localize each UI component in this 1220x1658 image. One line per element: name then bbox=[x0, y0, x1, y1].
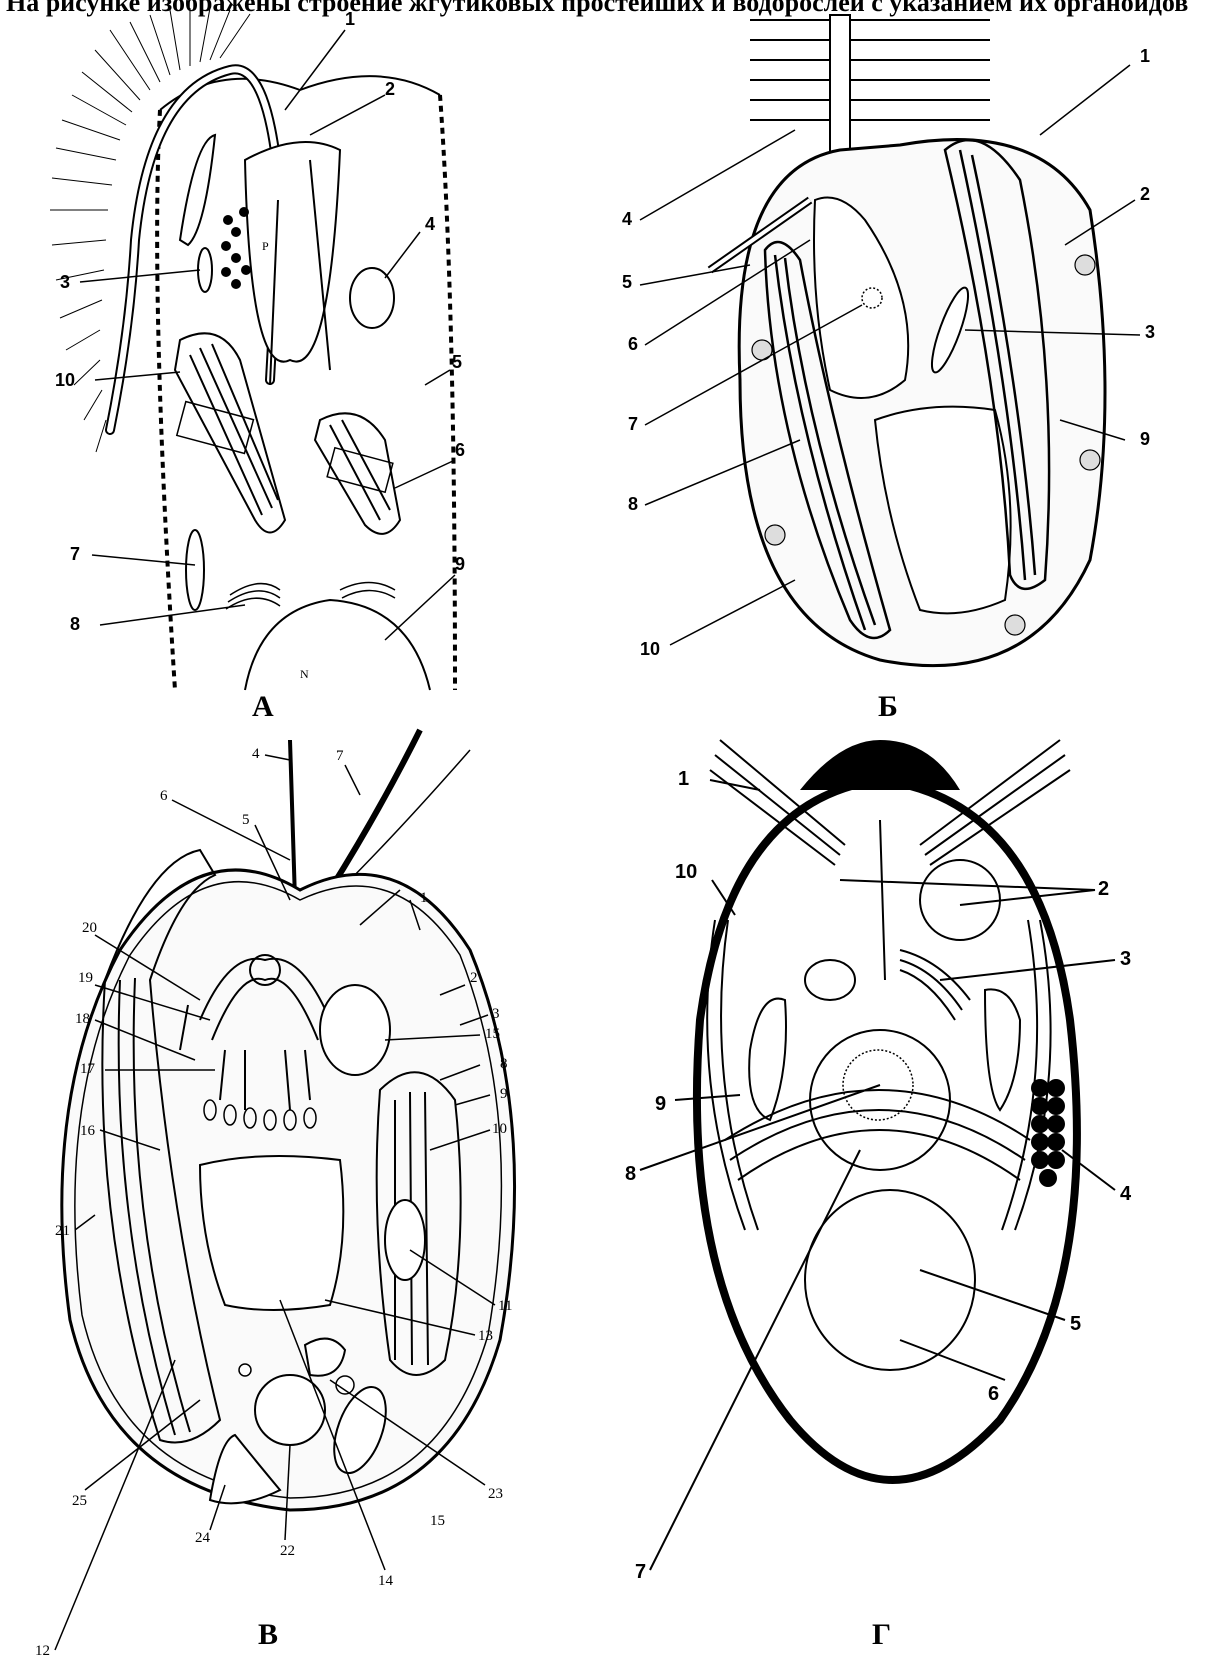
panel-v-letter: В bbox=[258, 1618, 278, 1652]
label-v-15a: 15 bbox=[485, 1026, 500, 1042]
label-v-11: 11 bbox=[498, 1298, 512, 1314]
label-b-1: 1 bbox=[1140, 46, 1150, 66]
label-v-24: 24 bbox=[195, 1530, 211, 1546]
panel-b-letter: Б bbox=[878, 690, 898, 724]
label-g-10: 10 bbox=[675, 861, 697, 883]
label-v-22: 22 bbox=[280, 1543, 295, 1559]
panel-b: 1 2 3 4 5 6 7 8 9 10 Б bbox=[600, 0, 1220, 720]
label-g-2: 2 bbox=[1098, 878, 1109, 900]
label-v-19: 19 bbox=[78, 970, 93, 986]
label-v-10: 10 bbox=[492, 1121, 507, 1137]
label-b-2: 2 bbox=[1140, 184, 1150, 204]
label-v-1: 1 bbox=[420, 890, 428, 906]
label-v-2: 2 bbox=[470, 970, 478, 986]
label-v-9: 9 bbox=[500, 1086, 508, 1102]
label-v-18: 18 bbox=[75, 1011, 90, 1027]
label-a-7: 7 bbox=[70, 544, 80, 564]
label-g-6: 6 bbox=[988, 1383, 999, 1405]
label-a-9: 9 bbox=[455, 554, 465, 574]
label-g-3: 3 bbox=[1120, 948, 1131, 970]
label-v-16: 16 bbox=[80, 1123, 96, 1139]
label-v-21: 21 bbox=[55, 1223, 70, 1239]
label-b-7: 7 bbox=[628, 414, 638, 434]
nucleus bbox=[200, 1156, 343, 1310]
flagellum bbox=[290, 740, 295, 900]
label-a-10: 10 bbox=[55, 370, 75, 390]
label-b-3: 3 bbox=[1145, 322, 1155, 342]
label-v-4: 4 bbox=[252, 746, 260, 762]
panel-g: 1 2 3 4 5 6 7 8 9 10 Г bbox=[600, 720, 1220, 1658]
label-a-8: 8 bbox=[70, 614, 80, 634]
label-v-13: 13 bbox=[478, 1328, 493, 1344]
label-v-5: 5 bbox=[242, 812, 250, 828]
contractile-vacuole bbox=[350, 268, 394, 328]
nucleolus bbox=[862, 288, 882, 308]
label-v-3: 3 bbox=[492, 1006, 500, 1022]
label-v-23: 23 bbox=[488, 1486, 503, 1502]
label-a-5: 5 bbox=[452, 352, 462, 372]
label-g-5: 5 bbox=[1070, 1313, 1081, 1335]
mitochondrion bbox=[320, 985, 390, 1075]
panel-v-illustration: 1 2 3 4 5 6 7 8 9 10 11 12 13 14 15 15 1… bbox=[0, 720, 600, 1658]
label-v-15b: 15 bbox=[430, 1513, 445, 1529]
pyrenoid bbox=[385, 1200, 425, 1280]
label-a-2: 2 bbox=[385, 79, 395, 99]
label-v-14: 14 bbox=[378, 1573, 394, 1589]
label-a-3: 3 bbox=[60, 272, 70, 292]
label-v-17: 17 bbox=[80, 1061, 96, 1077]
label-b-4: 4 bbox=[622, 209, 632, 229]
label-b-5: 5 bbox=[622, 272, 632, 292]
label-v-20: 20 bbox=[82, 920, 97, 936]
panel-a: N P 1 2 3 4 5 6 7 8 9 10 А bbox=[0, 0, 600, 700]
label-v-7: 7 bbox=[336, 748, 344, 764]
label-v-8: 8 bbox=[500, 1056, 508, 1072]
mitochondrion bbox=[180, 135, 215, 245]
nucleus bbox=[245, 600, 430, 690]
label-g-9: 9 bbox=[655, 1093, 666, 1115]
label-g-1: 1 bbox=[678, 768, 689, 790]
label-v-12: 12 bbox=[35, 1643, 50, 1658]
label-a-1: 1 bbox=[345, 9, 355, 29]
haptonema bbox=[830, 15, 850, 165]
label-b-10: 10 bbox=[640, 639, 660, 659]
panel-g-letter: Г bbox=[872, 1618, 891, 1652]
panel-g-illustration: 1 2 3 4 5 6 7 8 9 10 bbox=[600, 720, 1220, 1658]
label-a-6: 6 bbox=[455, 440, 465, 460]
label-b-8: 8 bbox=[628, 494, 638, 514]
label-v-6: 6 bbox=[160, 788, 168, 804]
pyrenoid-mark: P bbox=[262, 239, 269, 253]
label-g-7: 7 bbox=[635, 1561, 646, 1583]
panel-a-letter: А bbox=[252, 690, 274, 724]
vacuole bbox=[255, 1375, 325, 1445]
contractile-vacuole bbox=[920, 860, 1000, 940]
label-g-4: 4 bbox=[1120, 1183, 1132, 1205]
label-g-8: 8 bbox=[625, 1163, 636, 1185]
label-v-25: 25 bbox=[72, 1493, 87, 1509]
label-a-4: 4 bbox=[425, 214, 435, 234]
panel-a-illustration: N P 1 2 3 4 5 6 7 8 9 10 bbox=[0, 0, 600, 700]
panel-b-illustration: 1 2 3 4 5 6 7 8 9 10 bbox=[600, 0, 1220, 720]
label-b-6: 6 bbox=[628, 334, 638, 354]
label-b-9: 9 bbox=[1140, 429, 1150, 449]
flagella-bundle bbox=[750, 20, 990, 120]
panel-v: 1 2 3 4 5 6 7 8 9 10 11 12 13 14 15 15 1… bbox=[0, 720, 600, 1658]
nucleus-mark: N bbox=[300, 667, 309, 681]
